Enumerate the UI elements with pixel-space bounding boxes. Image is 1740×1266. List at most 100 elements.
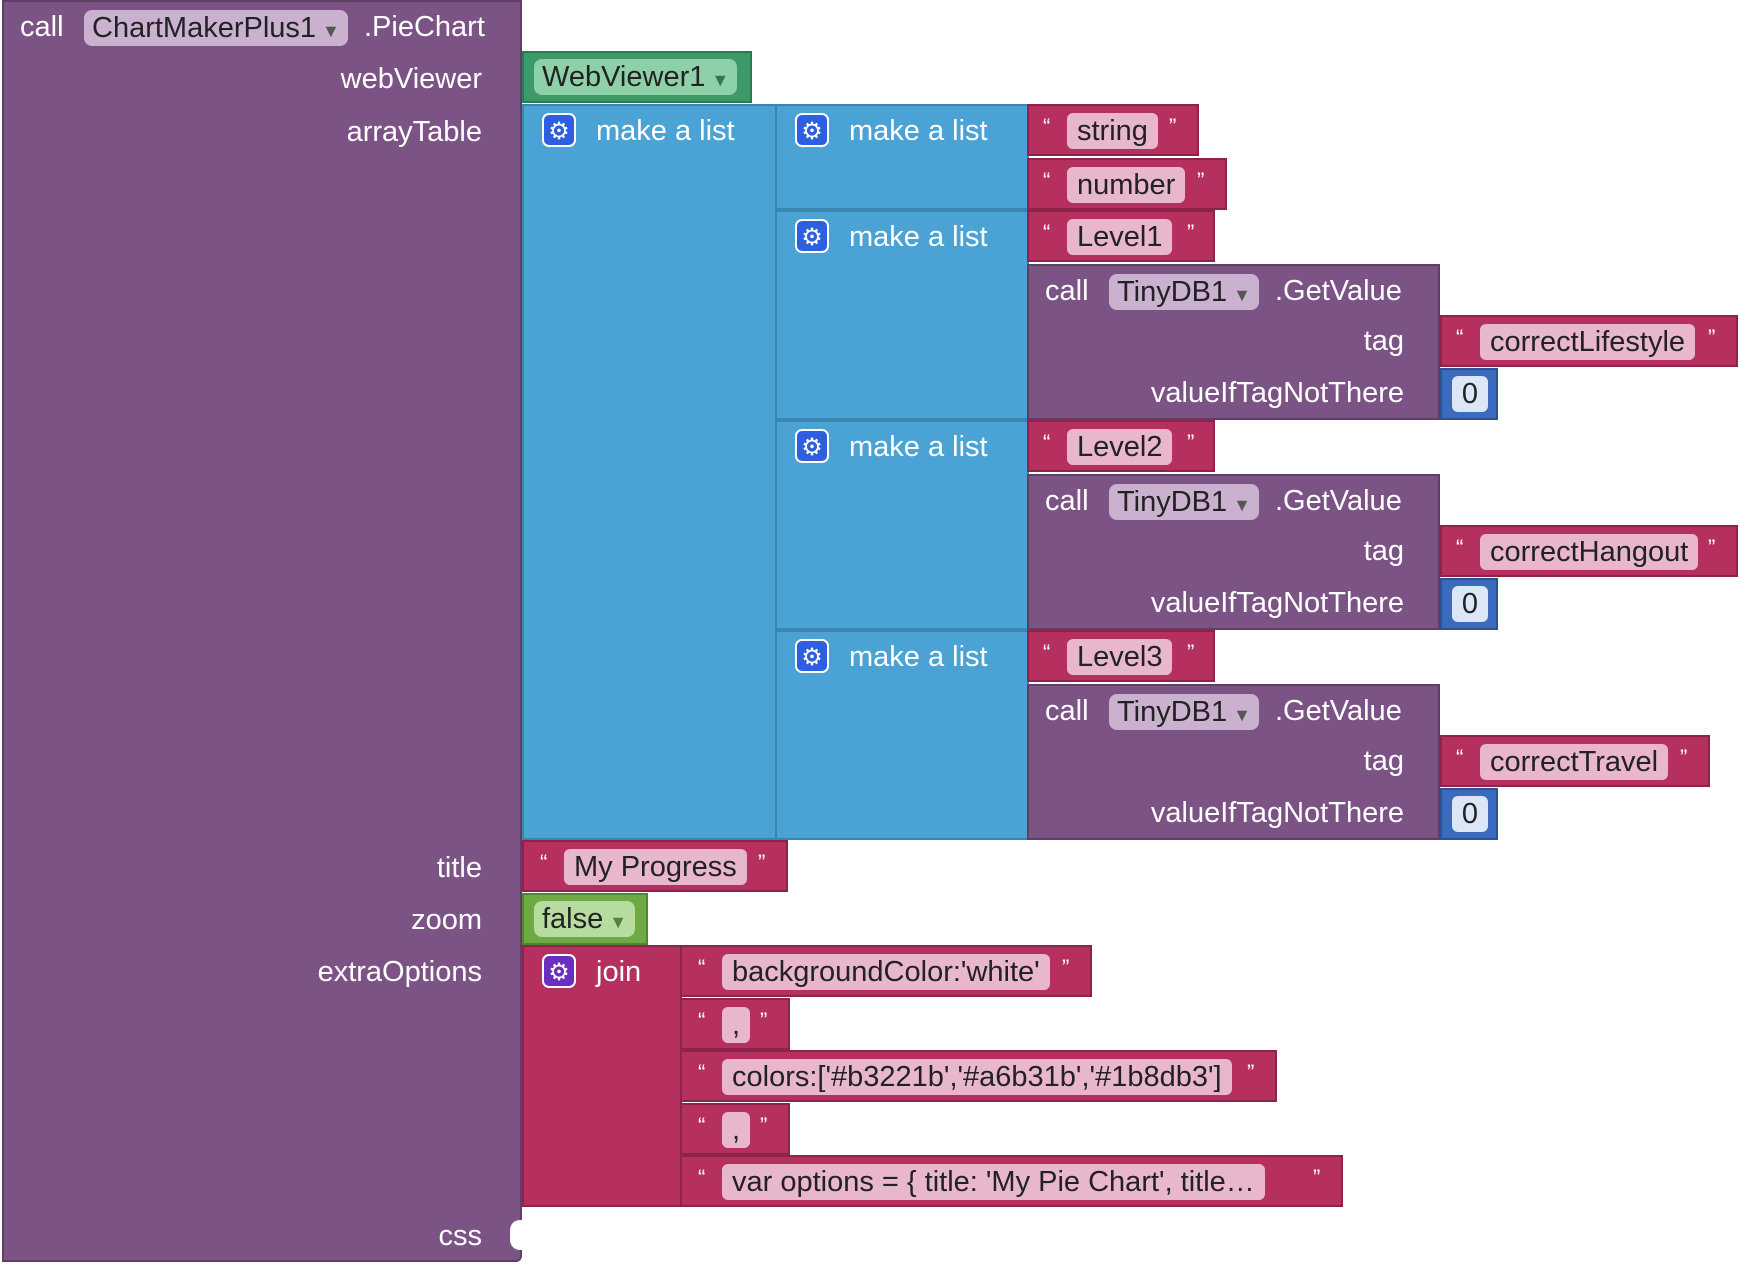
- piechart-call-block[interactable]: call ChartMakerPlus1▼ .PieChart webViewe…: [2, 0, 524, 1262]
- quote-open: “: [698, 1165, 706, 1190]
- quote-close: ”: [1680, 745, 1688, 770]
- make-list-label: make a list: [596, 115, 735, 147]
- dropdown-arrow-icon: ▼: [711, 70, 730, 90]
- tinydb-name: TinyDB1: [1117, 276, 1228, 308]
- quote-close: ”: [1197, 168, 1205, 193]
- quote-open: “: [1456, 535, 1464, 560]
- quote-close: ”: [1169, 114, 1177, 139]
- tinydb-dropdown[interactable]: TinyDB1▼: [1109, 484, 1259, 520]
- number-block[interactable]: 0: [1440, 578, 1498, 630]
- mutator-gear-icon[interactable]: ⚙: [795, 639, 829, 673]
- quote-open: “: [1043, 640, 1051, 665]
- param-arraytable: arrayTable: [346, 116, 482, 148]
- quote-open: “: [698, 1008, 706, 1033]
- text-block-level1[interactable]: “ Level1 ”: [1027, 210, 1215, 262]
- row-make-list-block[interactable]: ⚙ make a list: [775, 420, 1029, 630]
- call-keyword: call: [1045, 275, 1089, 307]
- tinydb-getvalue-block[interactable]: call TinyDB1▼ .GetValue tag valueIfTagNo…: [1027, 264, 1440, 420]
- mutator-gear-icon[interactable]: ⚙: [795, 219, 829, 253]
- quote-open: “: [698, 955, 706, 980]
- row-make-list-block[interactable]: ⚙ make a list: [775, 210, 1029, 420]
- webviewer-dropdown[interactable]: WebViewer1▼: [534, 59, 738, 95]
- zoom-boolean-block[interactable]: false▼: [522, 893, 648, 945]
- text-block-number[interactable]: “ number ”: [1027, 158, 1227, 210]
- text-field[interactable]: Level2: [1067, 429, 1173, 465]
- text-field[interactable]: correctHangout: [1480, 534, 1699, 570]
- number-field[interactable]: 0: [1452, 376, 1488, 412]
- text-field[interactable]: correctTravel: [1480, 744, 1669, 780]
- text-field[interactable]: number: [1067, 167, 1186, 203]
- text-block-comma[interactable]: “ , ”: [680, 1103, 790, 1155]
- boolean-dropdown[interactable]: false▼: [534, 901, 636, 937]
- default-label: valueIfTagNotThere: [1150, 587, 1404, 619]
- text-block-bgcolor[interactable]: “ backgroundColor:'white' ”: [680, 945, 1092, 997]
- webviewer-block[interactable]: WebViewer1▼: [522, 51, 752, 103]
- tinydb-getvalue-block[interactable]: call TinyDB1▼ .GetValue tag valueIfTagNo…: [1027, 474, 1440, 630]
- text-block-tag[interactable]: “ correctHangout ”: [1440, 525, 1738, 577]
- text-field[interactable]: ,: [722, 1007, 751, 1043]
- component-dropdown[interactable]: ChartMakerPlus1▼: [84, 10, 348, 46]
- text-block-options[interactable]: “ var options = { title: 'My Pie Chart',…: [680, 1155, 1343, 1207]
- make-list-label: make a list: [849, 115, 988, 147]
- text-block-comma[interactable]: “ , ”: [680, 998, 790, 1050]
- number-field[interactable]: 0: [1452, 796, 1488, 832]
- text-field[interactable]: var options = { title: 'My Pie Chart', t…: [722, 1164, 1265, 1200]
- text-block-level2[interactable]: “ Level2 ”: [1027, 420, 1215, 472]
- header-make-list-block[interactable]: ⚙ make a list: [775, 104, 1029, 210]
- quote-open: “: [1456, 745, 1464, 770]
- text-field[interactable]: Level1: [1067, 219, 1173, 255]
- quote-open: “: [698, 1060, 706, 1085]
- make-list-label: make a list: [849, 431, 988, 463]
- method-name: .GetValue: [1275, 695, 1402, 727]
- text-block-colors[interactable]: “ colors:['#b3221b','#a6b31b','#1b8db3']…: [680, 1050, 1277, 1102]
- mutator-gear-icon[interactable]: ⚙: [795, 113, 829, 147]
- tinydb-dropdown[interactable]: TinyDB1▼: [1109, 694, 1259, 730]
- quote-close: ”: [1062, 955, 1070, 980]
- tinydb-dropdown[interactable]: TinyDB1▼: [1109, 274, 1259, 310]
- quote-close: ”: [760, 1113, 768, 1138]
- dropdown-arrow-icon: ▼: [1233, 285, 1251, 305]
- text-block-tag[interactable]: “ correctLifestyle ”: [1440, 315, 1738, 367]
- quote-open: “: [1043, 220, 1051, 245]
- component-name: ChartMakerPlus1: [92, 12, 317, 44]
- text-field[interactable]: My Progress: [564, 849, 747, 885]
- text-field[interactable]: string: [1067, 113, 1158, 149]
- quote-open: “: [540, 850, 548, 875]
- quote-open: “: [1456, 325, 1464, 350]
- param-webviewer: webViewer: [340, 63, 482, 95]
- quote-open: “: [698, 1113, 706, 1138]
- text-field[interactable]: colors:['#b3221b','#a6b31b','#1b8db3']: [722, 1059, 1232, 1095]
- method-name: .GetValue: [1275, 275, 1402, 307]
- number-block[interactable]: 0: [1440, 368, 1498, 420]
- quote-open: “: [1043, 430, 1051, 455]
- call-keyword: call: [20, 11, 64, 43]
- text-field[interactable]: backgroundColor:'white': [722, 954, 1050, 990]
- text-block-string[interactable]: “ string ”: [1027, 104, 1199, 156]
- title-text-block[interactable]: “ My Progress ”: [522, 840, 788, 892]
- css-empty-socket[interactable]: [510, 1220, 524, 1250]
- boolean-value: false: [542, 903, 604, 935]
- mutator-gear-icon[interactable]: ⚙: [542, 113, 576, 147]
- text-field[interactable]: Level3: [1067, 639, 1173, 675]
- quote-close: ”: [758, 850, 766, 875]
- param-title: title: [436, 852, 482, 884]
- number-field[interactable]: 0: [1452, 586, 1488, 622]
- method-name: .GetValue: [1275, 485, 1402, 517]
- tinydb-getvalue-block[interactable]: call TinyDB1▼ .GetValue tag valueIfTagNo…: [1027, 684, 1440, 840]
- row-make-list-block[interactable]: ⚙ make a list: [775, 630, 1029, 840]
- tag-label: tag: [1363, 535, 1404, 567]
- text-field[interactable]: correctLifestyle: [1480, 324, 1696, 360]
- make-list-label: make a list: [849, 641, 988, 673]
- text-block-level3[interactable]: “ Level3 ”: [1027, 630, 1215, 682]
- outer-make-list-block[interactable]: ⚙ make a list: [522, 104, 777, 840]
- text-block-tag[interactable]: “ correctTravel ”: [1440, 735, 1710, 787]
- text-field[interactable]: ,: [722, 1112, 751, 1148]
- mutator-gear-icon[interactable]: ⚙: [795, 429, 829, 463]
- dropdown-arrow-icon: ▼: [1233, 705, 1251, 725]
- tag-label: tag: [1363, 325, 1404, 357]
- join-block[interactable]: ⚙ join: [522, 945, 682, 1207]
- number-block[interactable]: 0: [1440, 788, 1498, 840]
- mutator-gear-icon[interactable]: ⚙: [542, 954, 576, 988]
- default-label: valueIfTagNotThere: [1150, 377, 1404, 409]
